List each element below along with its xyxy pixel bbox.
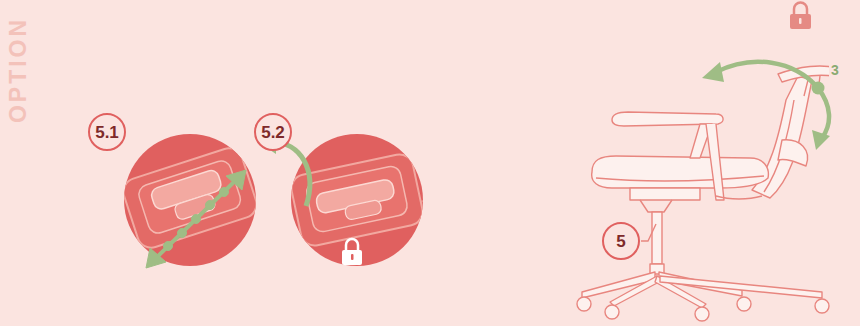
illustration-part: [105, 100, 290, 251]
illustration-part: [178, 229, 187, 238]
callout-badge: 5.1: [88, 113, 126, 151]
callout-number: 5: [616, 233, 625, 250]
illustration-part: [344, 199, 382, 220]
illustration-part: [291, 134, 423, 266]
callout-number: 5.2: [261, 124, 285, 141]
illustration-part: [220, 188, 229, 197]
illustration-part: [630, 188, 700, 200]
illustration-part: [164, 242, 173, 251]
illustration-part: [815, 299, 829, 313]
illustration-part: [610, 276, 659, 306]
chair-illustration: [577, 66, 836, 321]
illustration-part: [737, 297, 751, 311]
illustration-part: [592, 156, 769, 188]
illustration-part: [342, 250, 362, 265]
illustration-part: [346, 239, 358, 250]
illustration-part: [272, 100, 457, 250]
illustration-part: [351, 254, 354, 260]
illustration-part: [226, 170, 246, 190]
callout-number: 5.1: [95, 124, 119, 141]
callout-number: 3: [829, 62, 841, 78]
illustration-part: [605, 305, 619, 319]
illustration-part: [640, 200, 672, 212]
illustration-part: [652, 212, 662, 264]
illustration-part: [716, 62, 829, 138]
tilt-arrow: [702, 62, 830, 150]
illustration-part: [596, 176, 764, 181]
illustration-part: [706, 124, 724, 200]
detail-circle: [105, 100, 290, 268]
illustration-part: [695, 307, 709, 321]
illustration-part: [192, 215, 201, 224]
illustration-part: [790, 14, 811, 29]
illustration-part: [660, 276, 822, 298]
illustration-part: [120, 145, 260, 252]
illustration-part: [716, 196, 762, 199]
illustration-part: [812, 130, 830, 150]
illustration-part: [272, 100, 457, 250]
illustration-part: [799, 18, 802, 24]
illustration-part: [206, 201, 215, 210]
illustration-part: [272, 142, 310, 206]
illustration-part: [146, 248, 166, 268]
illustration-part: [156, 180, 236, 258]
illustration-part: [702, 62, 724, 82]
lock-icon: [790, 3, 811, 30]
illustration-part: [794, 3, 807, 15]
lock-icon: [342, 239, 362, 265]
illustration-part: [120, 145, 260, 252]
callout-badge: 5.2: [254, 113, 292, 151]
illustration-part: [305, 165, 409, 234]
illustration-part: [778, 140, 808, 166]
adjust-arrow: [146, 170, 246, 268]
illustration-part: [812, 82, 825, 95]
callout-badge: 5: [602, 222, 640, 260]
leader-line: [641, 224, 656, 241]
section-watermark: OPTION: [7, 17, 30, 123]
illustration-part: [577, 297, 591, 311]
